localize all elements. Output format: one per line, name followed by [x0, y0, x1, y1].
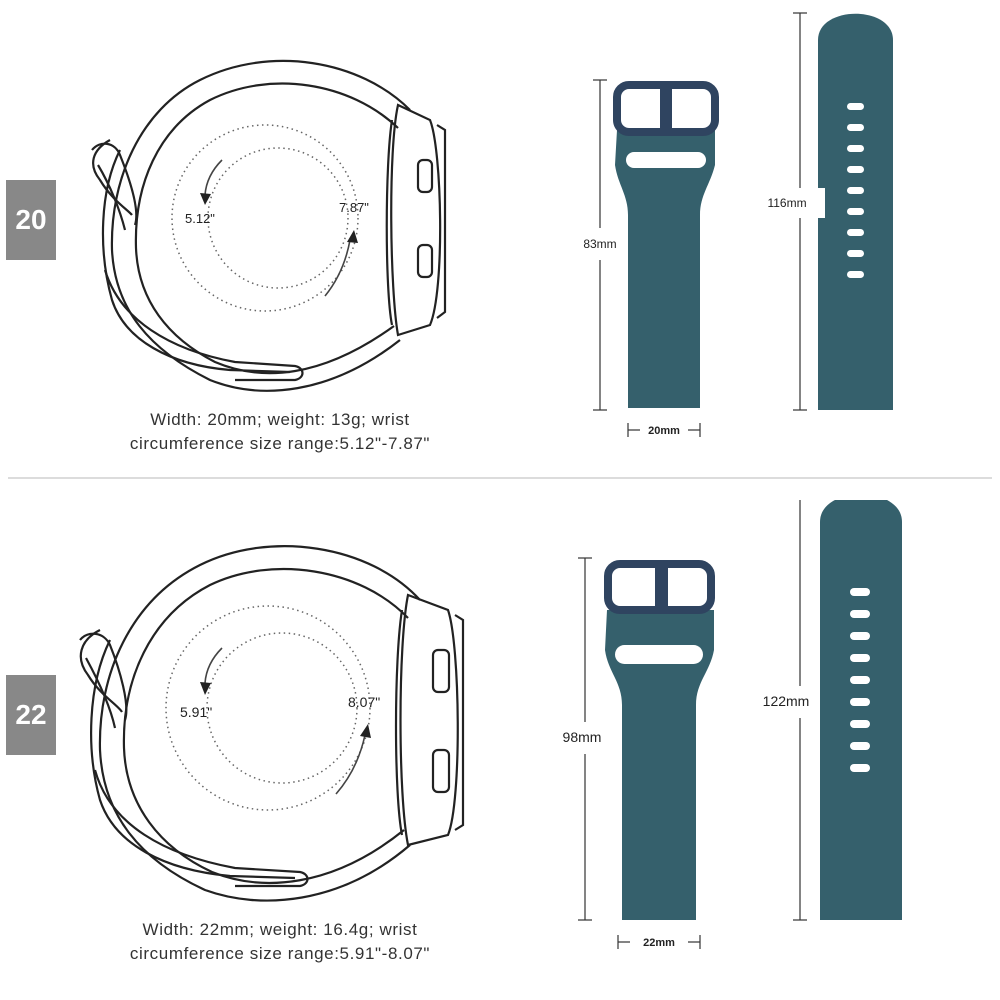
arrow-head-icon [360, 724, 371, 738]
watch-case-drawing [385, 103, 447, 337]
strap-width-label: 20mm [648, 425, 680, 437]
spec-caption-line-2: circumference size range:5.12"-7.87" [129, 434, 431, 453]
long-strap-length-label: 116mm [767, 196, 806, 210]
outer-circumference-circle [171, 124, 359, 312]
short-strap [613, 81, 719, 408]
outer-circumference-label: 7.87" [339, 200, 369, 215]
inner-circumference-label: 5.12" [185, 211, 215, 226]
short-strap-length-label: 98mm [563, 729, 602, 745]
strap-width-label: 22mm [643, 937, 675, 949]
inner-circ-arrow [204, 159, 223, 196]
section-divider [8, 477, 992, 479]
size-diagram-20mm: 5.12" 7.87" [91, 12, 893, 437]
outer-circumference-circle [165, 605, 371, 811]
outer-circ-arrow [335, 734, 366, 795]
spec-caption: Width: 20mm; weight: 13g; wrist circumfe… [90, 408, 470, 456]
inner-circ-arrow [204, 647, 223, 684]
spec-caption-line-2: circumference size range:5.91"-8.07" [129, 944, 431, 963]
short-strap-length-label: 83mm [583, 237, 616, 251]
watch-case-drawing [394, 593, 465, 847]
spec-caption-line-1: Width: 20mm; weight: 13g; wrist [150, 410, 410, 429]
long-strap-length-label: 122mm [763, 693, 810, 709]
inner-circumference-circle [207, 147, 349, 289]
inner-circumference-circle [206, 632, 358, 784]
spec-caption: Width: 22mm; weight: 16.4g; wrist circum… [80, 918, 480, 966]
wrist-band-drawing [91, 59, 411, 392]
wrist-band-drawing [79, 545, 421, 902]
keeper-loop [626, 152, 706, 168]
size-badge: 20 [6, 180, 56, 260]
arrow-head-icon [347, 230, 358, 243]
size-section-22mm: 22 [0, 500, 1000, 1000]
spec-caption-line-1: Width: 22mm; weight: 16.4g; wrist [142, 920, 418, 939]
long-strap [818, 13, 893, 410]
arrow-head-icon [200, 682, 211, 695]
size-section-20mm: 20 [6, 12, 893, 456]
outer-circumference-label: 8.07" [348, 694, 380, 710]
long-strap [820, 500, 902, 920]
inner-circumference-label: 5.91" [180, 704, 212, 720]
short-strap [604, 560, 715, 920]
size-diagram-22mm: 5.91" 8.07" [79, 500, 902, 949]
keeper-loop [615, 645, 703, 664]
outer-circ-arrow [324, 239, 351, 297]
arrow-head-icon [200, 193, 211, 205]
size-badge: 22 [6, 675, 56, 755]
